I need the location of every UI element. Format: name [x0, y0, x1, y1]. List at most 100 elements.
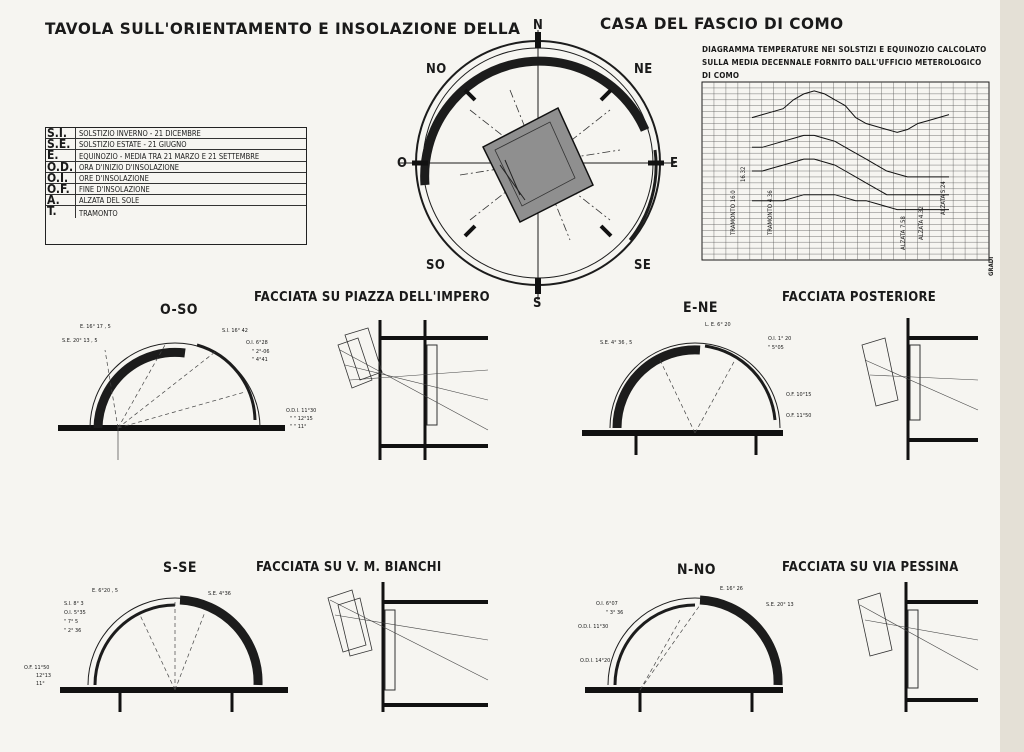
orientation-label: O-SO — [160, 302, 198, 318]
sheet-title-left: TAVOLA SULL'ORIENTAMENTO E INSOLAZIONE D… — [45, 19, 521, 39]
sheet-title-right: CASA DEL FASCIO DI COMO — [600, 14, 844, 34]
section-title: FACCIATA SU VIA PESSINA — [782, 560, 959, 575]
legend-code: E. — [46, 149, 76, 161]
legend-row: A.ALZATA DEL SOLE — [46, 194, 306, 207]
compass-label-o: O — [397, 156, 408, 171]
section-nno-arch — [585, 595, 783, 712]
chart-title: DIAGRAMMA TEMPERATURE NEI SOLSTIZI E EQU… — [702, 43, 986, 82]
section-sse-arch — [60, 595, 288, 712]
chart-annotation: 16.32 — [740, 166, 747, 182]
section-oso-arch — [58, 342, 285, 460]
section-sse-window — [327, 582, 489, 712]
arch-annotation: L. E. 6° 20 — [705, 322, 731, 328]
section-nno-window — [857, 582, 979, 712]
compass-label-se: SE — [634, 258, 652, 273]
arch-annotation: O.D.I. 11°30 — [578, 624, 609, 630]
chart-series-line — [751, 90, 950, 133]
arch-annotation: E. 16° 17 , 5 — [80, 324, 111, 330]
arch-annotation: S.E. 20° 13 , 5 — [62, 338, 98, 344]
chart-title-line: DIAGRAMMA TEMPERATURE NEI SOLSTIZI E EQU… — [702, 45, 987, 54]
arch-annotation: S.E. 20° 13 — [766, 602, 794, 608]
building-plan — [482, 106, 594, 224]
arch-annotation: " 4°41 — [252, 357, 268, 363]
orientation-label: N-NO — [677, 562, 717, 578]
chart-title-line: SULLA MEDIA DECENNALE FORNITO DALL'UFFIC… — [702, 58, 982, 67]
compass-label-so: SO — [426, 258, 446, 273]
chart-lines — [751, 90, 950, 211]
compass-label-ne: NE — [634, 62, 653, 77]
compass-label-no: NO — [426, 62, 447, 77]
legend-row: O.I.ORE D'INSOLAZIONE — [46, 172, 306, 184]
legend-code: S.I. — [46, 127, 76, 139]
compass-label-n: N — [533, 18, 544, 33]
chart-title-line: DI COMO — [702, 71, 740, 80]
arch-annotation: 12°13 — [36, 673, 52, 679]
legend-code: A. — [46, 194, 76, 206]
arch-annotation: S.E. 4° 36 , 5 — [600, 340, 633, 346]
section-title: FACCIATA POSTERIORE — [782, 290, 937, 305]
legend-text: SOLSTIZIO ESTATE - 21 GIUGNO — [79, 140, 187, 150]
section-ene-arch — [582, 342, 783, 455]
arch-annotation: S.E. 4°36 — [208, 591, 231, 597]
legend-code: O.F. — [46, 183, 76, 195]
compass-rose — [400, 30, 675, 300]
arch-annotation: " " 12°15 — [290, 416, 313, 422]
sheet-edge — [1000, 0, 1024, 752]
arch-annotation: " 3° 36 — [606, 610, 624, 616]
arch-annotation: O.F. 11°50 — [24, 665, 50, 671]
chart-annotation: ALZATA 4.32 — [918, 206, 925, 240]
chart-series-line — [752, 194, 949, 211]
arch-annotation: E. 16° 26 — [720, 586, 743, 592]
orientation-label: E-NE — [683, 300, 718, 316]
legend-row: S.E.SOLSTIZIO ESTATE - 21 GIUGNO — [46, 138, 306, 151]
legend-row: T.TRAMONTO — [46, 205, 306, 218]
chart-annotation: TRAMONTO 4.36 — [767, 190, 774, 235]
legend-row: S.I.SOLSTIZIO INVERNO - 21 DICEMBRE — [46, 127, 306, 140]
legend-text: TRAMONTO — [79, 208, 118, 218]
section-title: FACCIATA SU PIAZZA DELL'IMPERO — [254, 290, 490, 305]
legend-text: ORA D'INIZIO D'INSOLAZIONE — [79, 162, 180, 172]
arch-annotation: O.I. 6°28 — [246, 340, 268, 346]
legend-text: FINE D'INSOLAZIONE — [79, 185, 150, 195]
arch-annotation: " 5°05 — [768, 345, 784, 351]
arch-annotation: O.F. 11°50 — [786, 413, 812, 419]
legend-row: O.F.FINE D'INSOLAZIONE — [46, 183, 306, 196]
chart-annotation: TRAMONTO 16.0 — [730, 190, 737, 235]
arch-annotation: O.F. 10°15 — [786, 392, 812, 398]
legend-text: SOLSTIZIO INVERNO - 21 DICEMBRE — [79, 129, 201, 139]
arch-annotation: O.I. 5°35 — [64, 610, 86, 616]
legend-row: E.EQUINOZIO - MEDIA TRA 21 MARZO E 21 SE… — [46, 149, 306, 162]
chart-series-line — [752, 134, 949, 178]
arch-annotation: " 2°-06 — [252, 349, 270, 355]
compass-label-e: E — [670, 156, 679, 171]
temperature-chart — [701, 81, 990, 261]
arch-annotation: " 7° 5 — [64, 619, 79, 625]
arch-annotation: S.I. 16° 42 — [222, 328, 248, 334]
arch-annotation: E. 6°20 , 5 — [92, 588, 119, 594]
arch-annotation: O.D.I. 11°30 — [286, 408, 317, 414]
chart-unit-label: GRADI — [988, 256, 995, 276]
section-oso-window — [337, 320, 489, 460]
legend-code: O.D. — [46, 160, 76, 173]
legend-text: ALZATA DEL SOLE — [79, 196, 140, 206]
arch-annotation: " " 11° — [290, 424, 307, 430]
arch-annotation: O.I. 1° 20 — [768, 336, 792, 342]
chart-annotation: ALZATA 5.24 — [940, 181, 947, 215]
chart-series-line — [752, 158, 949, 196]
compass-label-s: S — [533, 296, 542, 311]
arch-annotation: O.I. 6°07 — [596, 601, 618, 607]
drawing-sheet — [0, 0, 1000, 752]
arch-annotation: 11° — [36, 681, 45, 687]
section-ene-window — [861, 318, 979, 460]
section-title: FACCIATA SU V. M. BIANCHI — [256, 560, 442, 575]
legend-code: O.I. — [46, 172, 76, 184]
arch-annotation: O.D.I. 14°20 — [580, 658, 611, 664]
legend-code: S.E. — [46, 138, 76, 150]
orientation-label: S-SE — [163, 560, 197, 576]
legend-text: EQUINOZIO - MEDIA TRA 21 MARZO E 21 SETT… — [79, 151, 260, 161]
legend-code: T. — [46, 205, 76, 218]
chart-grid — [702, 82, 989, 260]
arch-annotation: S.I. 8° 3 — [64, 601, 84, 607]
